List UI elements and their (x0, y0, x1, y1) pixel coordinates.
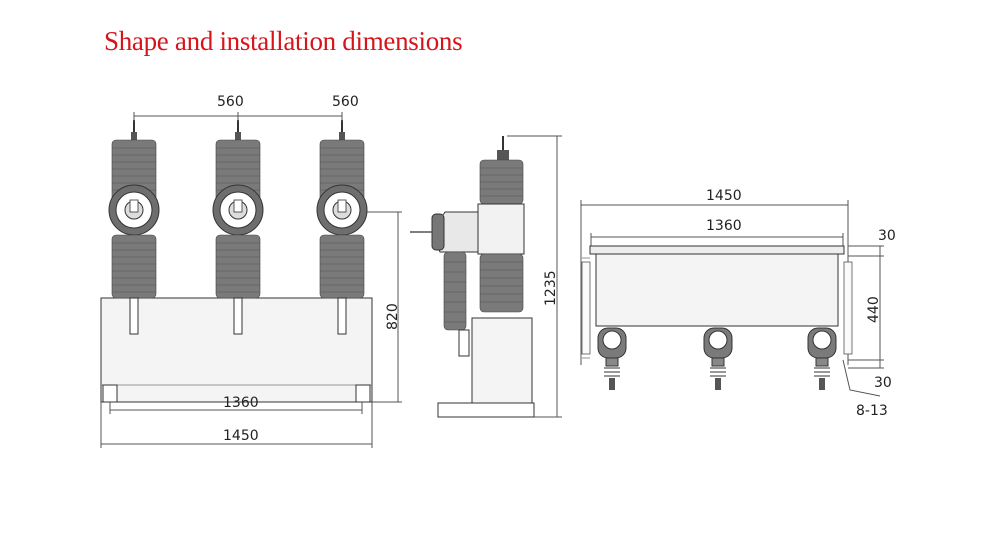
mount-holes-label: 8-13 (856, 403, 888, 419)
top-view: 1450 1360 30 440 30 8-13 (580, 188, 896, 419)
top-bushing-center (703, 327, 733, 391)
dim-top-overall-width: 1450 (706, 188, 742, 204)
front-view: 560 560 820 1360 1450 (100, 94, 402, 448)
side-view: 1235 (410, 135, 562, 418)
top-bushing-right (807, 327, 837, 391)
page-title: Shape and installation dimensions (104, 26, 463, 56)
dim-top-offset: 30 (878, 228, 896, 244)
dim-440: 440 (866, 296, 882, 323)
dim-pole-spacing-left: 560 (217, 94, 244, 110)
dim-1235: 1235 (543, 270, 559, 306)
dim-pole-spacing-right: 560 (332, 94, 359, 110)
dim-820: 820 (385, 303, 401, 330)
dim-front-overall-width: 1450 (223, 428, 259, 444)
dim-front-mount-width: 1360 (223, 395, 259, 411)
dim-top-mount-width: 1360 (706, 218, 742, 234)
dim-bottom-offset: 30 (874, 375, 892, 391)
top-bushing-left (597, 327, 627, 391)
